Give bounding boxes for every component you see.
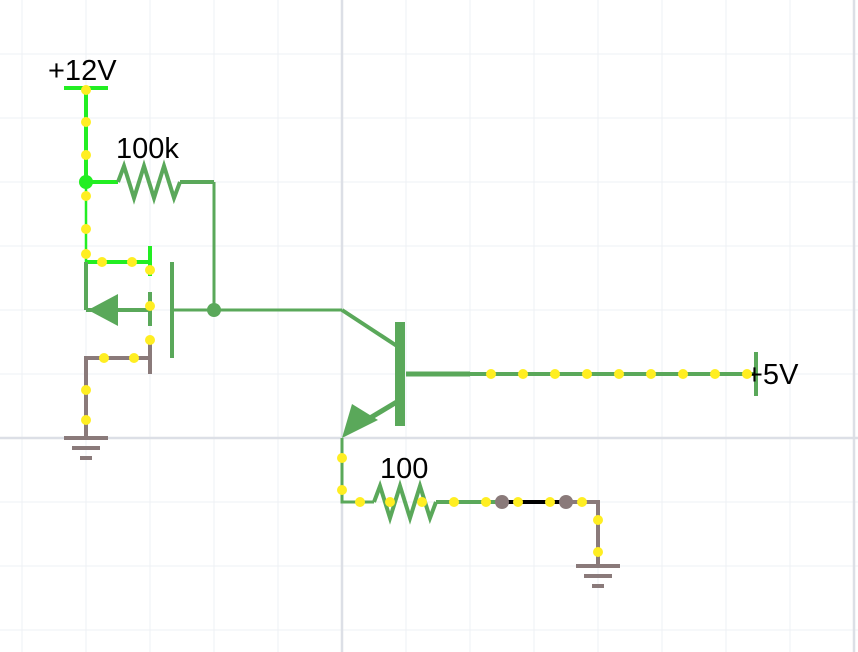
ground-right — [576, 564, 620, 588]
current-dots — [81, 85, 752, 557]
npn-transistor[interactable] — [340, 308, 470, 438]
resistor-100k[interactable]: 100k — [86, 133, 214, 205]
wire-right-ground[interactable] — [566, 500, 600, 566]
wire-drain-ground[interactable] — [84, 356, 150, 438]
voltage-source-5v[interactable]: +5V — [746, 352, 799, 396]
wire-emitter[interactable] — [340, 438, 374, 504]
label-100: 100 — [380, 453, 428, 485]
label-5v: +5V — [746, 359, 799, 391]
ground-left — [64, 436, 108, 460]
label-12v: +12V — [48, 55, 117, 87]
resistor-100[interactable]: 100 — [372, 453, 502, 525]
label-100k: 100k — [116, 133, 179, 165]
voltage-source-12v[interactable]: +12V — [48, 55, 117, 90]
